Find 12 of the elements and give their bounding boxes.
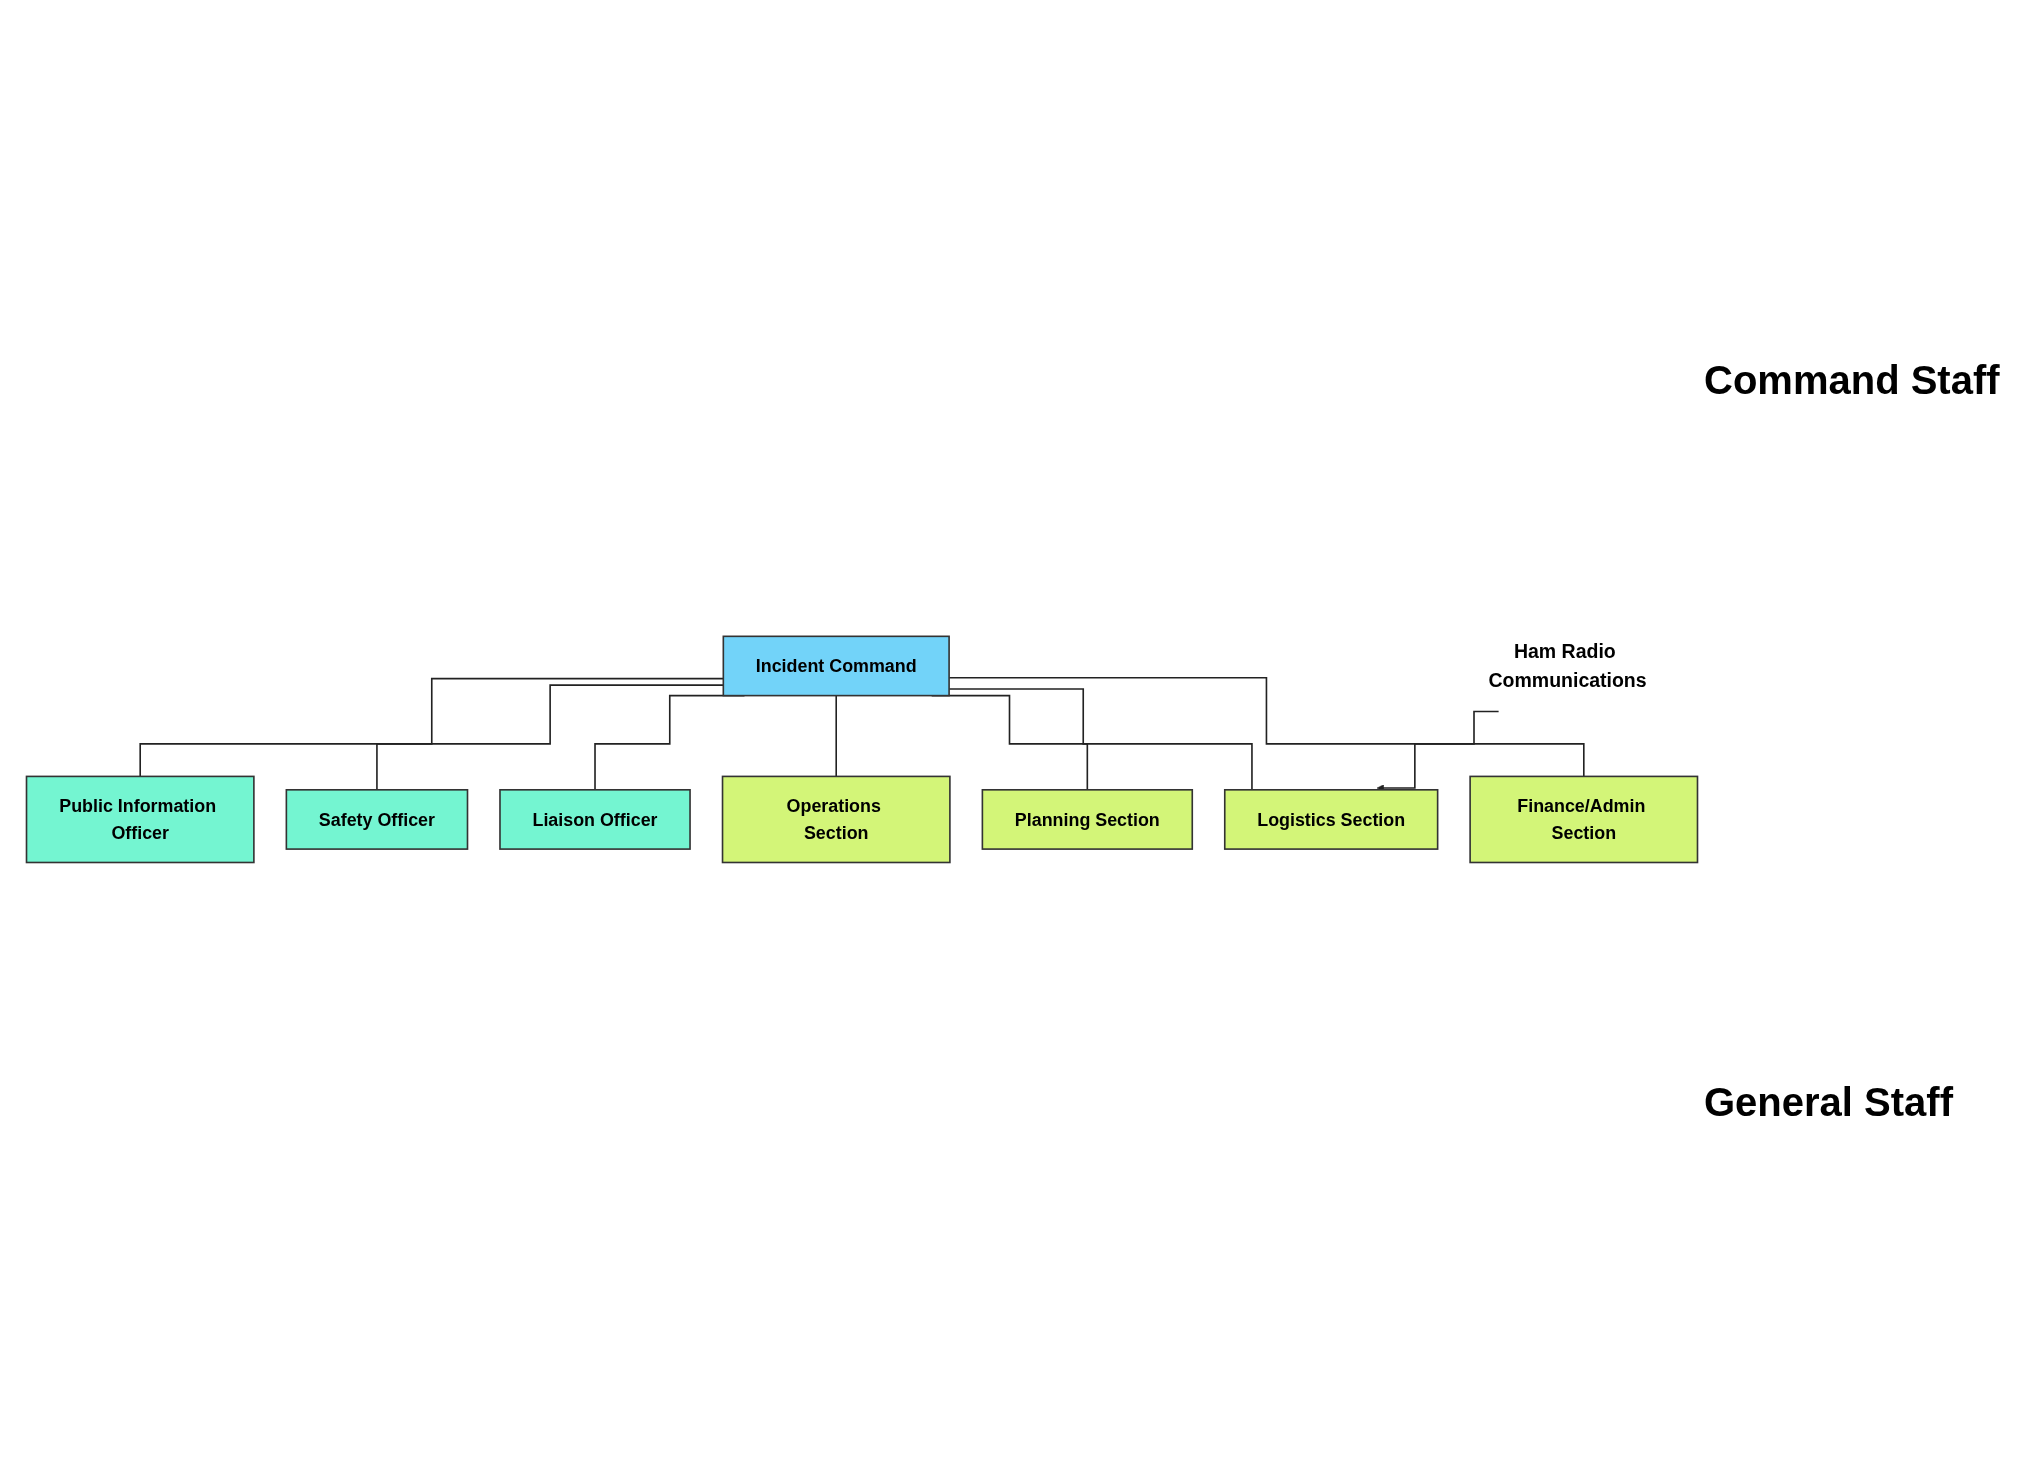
node-text: Ham Radio Communications xyxy=(1488,639,1647,692)
node-box: Planning Section xyxy=(981,789,1194,850)
node-box: Operations Section xyxy=(721,775,951,864)
connector xyxy=(835,694,837,778)
group-label: General Staff xyxy=(1704,1079,1955,1125)
node-box: Logistics Section xyxy=(1223,789,1439,850)
node-box: Finance/Admin Section xyxy=(1469,775,1699,864)
node-box: Liaison Officer xyxy=(499,789,691,850)
group-label: Command Staff xyxy=(1704,358,2001,404)
node-box: Incident Command xyxy=(722,635,950,697)
node-box: Public Information Officer xyxy=(25,775,255,864)
node-box: Safety Officer xyxy=(285,789,469,850)
